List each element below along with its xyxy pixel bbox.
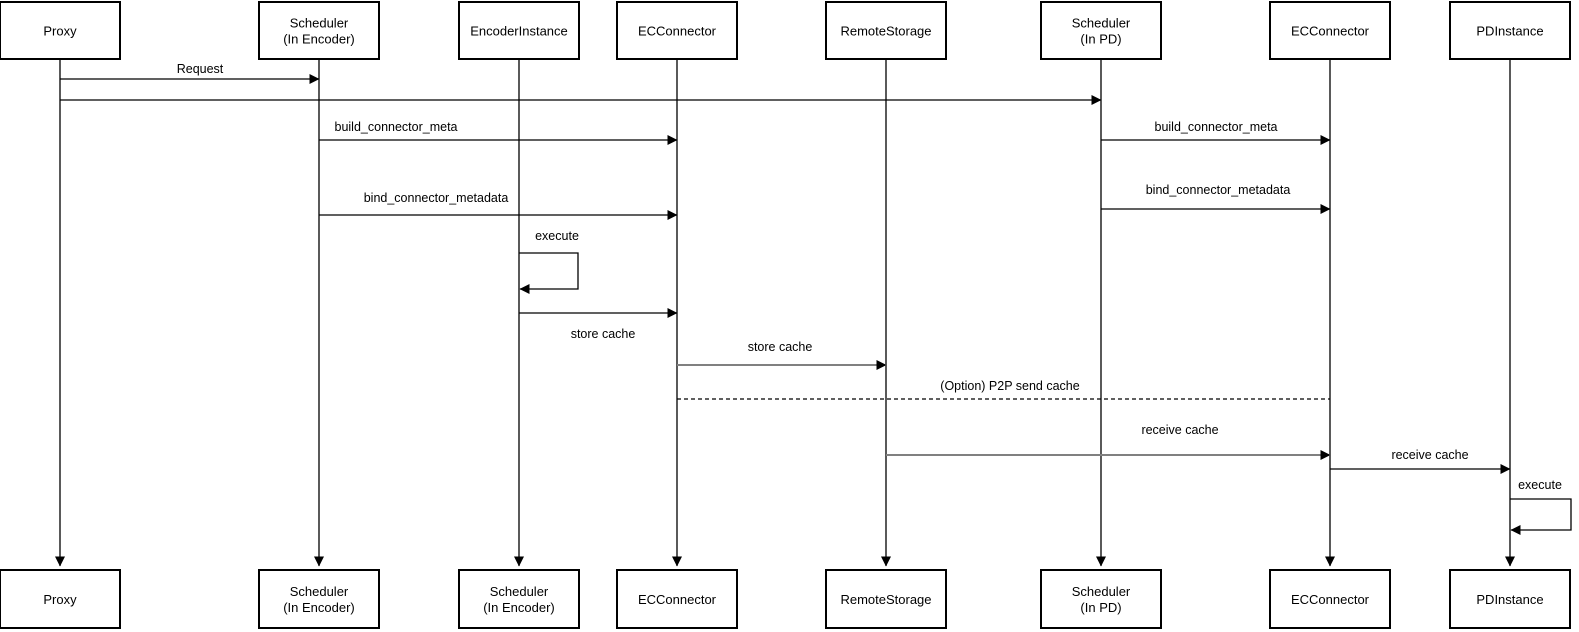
actor-label-bottom-pd-instance: PDInstance	[1476, 592, 1543, 607]
actor-label-top-ec-connector-encoder: ECConnector	[638, 24, 717, 39]
message-label-p2p-send-cache: (Option) P2P send cache	[940, 379, 1079, 393]
actor-box-bottom-encoder-instance	[458, 569, 580, 629]
actor-box-bottom-pd-instance	[1449, 569, 1571, 629]
actor-box-top-ec-connector-encoder	[616, 1, 738, 60]
actor-box-bottom-ec-connector-pd	[1269, 569, 1391, 629]
self-loop-execute-pd	[1510, 498, 1572, 535]
actor-box-top-encoder-instance	[458, 1, 580, 60]
message-label-store-cache-to-ecconnector: store cache	[571, 327, 636, 341]
message-label-store-cache-to-remotestorage: store cache	[748, 340, 813, 354]
actor-label-bottom-ec-connector-encoder: ECConnector	[638, 592, 717, 607]
message-label-build-connector-meta-encoder: build_connector_meta	[335, 120, 458, 134]
actor-label-top-ec-connector-pd: ECConnector	[1291, 24, 1370, 39]
message-label-bind-connector-metadata-pd: bind_connector_metadata	[1146, 183, 1291, 197]
message-label-request: Request	[177, 62, 224, 76]
message-label-build-connector-meta-pd: build_connector_meta	[1155, 120, 1278, 134]
actor-label-bottom-remote-storage: RemoteStorage	[840, 592, 931, 607]
self-loop-label-execute-encoder: execute	[535, 229, 579, 243]
actor-label-bottom-proxy: Proxy	[43, 592, 77, 607]
actor-box-bottom-remote-storage	[825, 569, 947, 629]
actor-label-bottom-scheduler-pd: Scheduler(In PD)	[1072, 584, 1131, 615]
self-loop-label-execute-pd: execute	[1518, 478, 1562, 492]
actor-label-bottom-scheduler-encoder: Scheduler(In Encoder)	[283, 584, 355, 615]
actor-label-bottom-ec-connector-pd: ECConnector	[1291, 592, 1370, 607]
actor-label-top-scheduler-encoder: Scheduler(In Encoder)	[283, 16, 355, 47]
message-label-receive-cache-to-pdinstance: receive cache	[1391, 448, 1468, 462]
actor-label-top-pd-instance: PDInstance	[1476, 24, 1543, 39]
actor-box-top-ec-connector-pd	[1269, 1, 1391, 60]
actor-box-bottom-scheduler-encoder	[258, 569, 380, 629]
actor-label-top-remote-storage: RemoteStorage	[840, 24, 931, 39]
actor-box-top-remote-storage	[825, 1, 947, 60]
actor-box-top-proxy	[0, 1, 121, 60]
actor-box-bottom-proxy	[0, 569, 121, 629]
actor-label-bottom-encoder-instance: Scheduler(In Encoder)	[483, 584, 555, 615]
self-loop-execute-encoder	[519, 252, 579, 294]
actor-box-top-pd-instance	[1449, 1, 1571, 60]
actor-box-top-scheduler-encoder	[258, 1, 380, 60]
message-label-receive-cache-to-ecconnector: receive cache	[1141, 423, 1218, 437]
actor-box-top-scheduler-pd	[1040, 1, 1162, 60]
actor-box-bottom-ec-connector-encoder	[616, 569, 738, 629]
message-label-bind-connector-metadata-encoder: bind_connector_metadata	[364, 191, 509, 205]
actor-label-top-encoder-instance: EncoderInstance	[470, 24, 568, 39]
actor-label-top-scheduler-pd: Scheduler(In PD)	[1072, 16, 1131, 47]
actor-label-top-proxy: Proxy	[43, 24, 77, 39]
actor-box-bottom-scheduler-pd	[1040, 569, 1162, 629]
